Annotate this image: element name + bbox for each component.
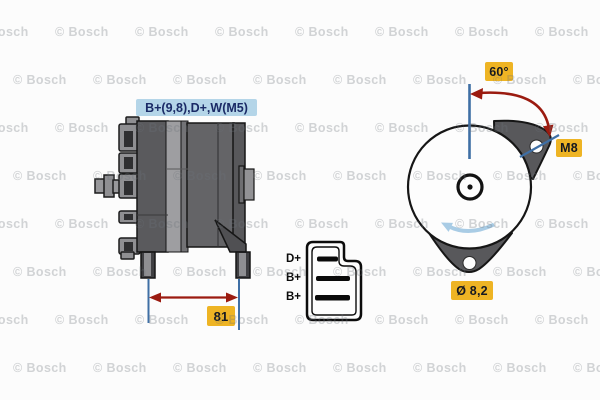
dimension-arrowhead-right: [226, 292, 238, 303]
pin-label-dplus: D+: [285, 253, 301, 265]
hole-diameter-callout: Ø 8,2: [451, 281, 493, 300]
terminal-spec-label: B+(9,8),D+,W(M5): [136, 99, 257, 116]
angle-arrowhead-right: [542, 124, 554, 137]
connector-outline-inner: [311, 246, 357, 316]
alternator-side-view: [94, 116, 255, 330]
dimension-lines: [147, 279, 240, 330]
pin-label-bplus-2: B+: [285, 291, 301, 303]
angle-arc-arrow: [478, 91, 551, 130]
shaft: [94, 174, 122, 198]
bolt-hole-lower: [462, 256, 477, 270]
dimension-arrowhead-left: [149, 292, 161, 303]
pin-blade-bplus-1: [316, 276, 350, 281]
shaft-center-dot: [467, 184, 473, 190]
angle-arrowhead-left: [470, 88, 483, 100]
alternator-rear-view: [406, 84, 560, 273]
dimension-81-callout: 81: [207, 306, 235, 326]
angle-60-callout: 60°: [485, 62, 513, 81]
reference-line-bolt-axis: [519, 134, 560, 158]
bolt-m8-callout: M8: [556, 139, 582, 157]
pin-blade-dplus: [317, 256, 338, 262]
terminal-stud: [238, 165, 255, 204]
mounting-feet: [140, 251, 251, 279]
pin-blade-bplus-2: [315, 295, 350, 301]
rotation-direction-arrow: [448, 222, 495, 233]
rotation-arrowhead: [441, 222, 453, 232]
pin-label-bplus-1: B+: [285, 272, 301, 284]
housing: [136, 120, 247, 253]
connector-diagram: [305, 240, 363, 322]
